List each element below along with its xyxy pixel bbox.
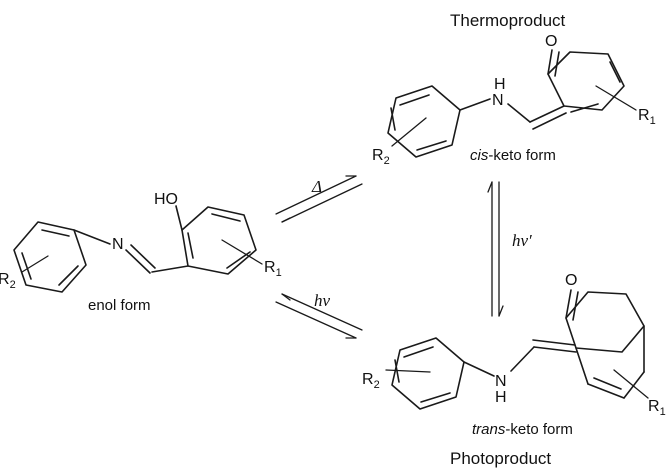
light-condition: hν <box>314 291 331 310</box>
cis-nh-n: N <box>492 92 504 109</box>
enol-form-caption: enol form <box>88 297 151 314</box>
trans-keto-caption: trans-keto form <box>472 421 573 438</box>
trans-r2-label: R2 <box>362 371 380 391</box>
enol-molecule: R2 N HO R1 enol form <box>0 191 282 314</box>
cis-r2-label: R2 <box>372 147 390 167</box>
trans-o-atom: O <box>565 272 577 289</box>
heat-condition: Δ <box>311 177 322 196</box>
cis-keto-molecule: R2 H N O R1 cis-keto form <box>372 33 656 167</box>
cis-dienone-ring <box>547 51 625 111</box>
cis-keto-caption: cis-keto form <box>470 147 556 164</box>
enol-ho-atom: HO <box>154 191 178 208</box>
enol-phenol-ring <box>181 206 257 275</box>
trans-phenyl-ring <box>391 337 465 410</box>
trans-nh-n: N <box>495 373 507 390</box>
thermoproduct-title: Thermoproduct <box>450 11 566 30</box>
arrow-enol-trans: hν <box>275 291 363 339</box>
light-prime-condition: hν′ <box>512 231 532 250</box>
cis-o-atom: O <box>545 33 557 50</box>
trans-nh-h: H <box>495 389 507 406</box>
arrow-enol-cis: Δ <box>275 175 363 223</box>
enol-r1-label: R1 <box>264 259 282 279</box>
trans-dienone-ring <box>565 291 645 353</box>
cis-r1-label: R1 <box>638 107 656 127</box>
photoproduct-title: Photoproduct <box>450 449 551 468</box>
trans-r1-label: R1 <box>648 398 666 418</box>
enol-r2-label: R2 <box>0 271 16 291</box>
trans-keto-molecule: R2 N H O R1 trans-keto form <box>362 272 666 438</box>
cis-nh-h: H <box>494 76 506 93</box>
enol-n-atom: N <box>112 236 124 253</box>
arrow-cis-trans: hν′ <box>487 181 532 317</box>
cis-phenyl-ring <box>387 85 461 158</box>
